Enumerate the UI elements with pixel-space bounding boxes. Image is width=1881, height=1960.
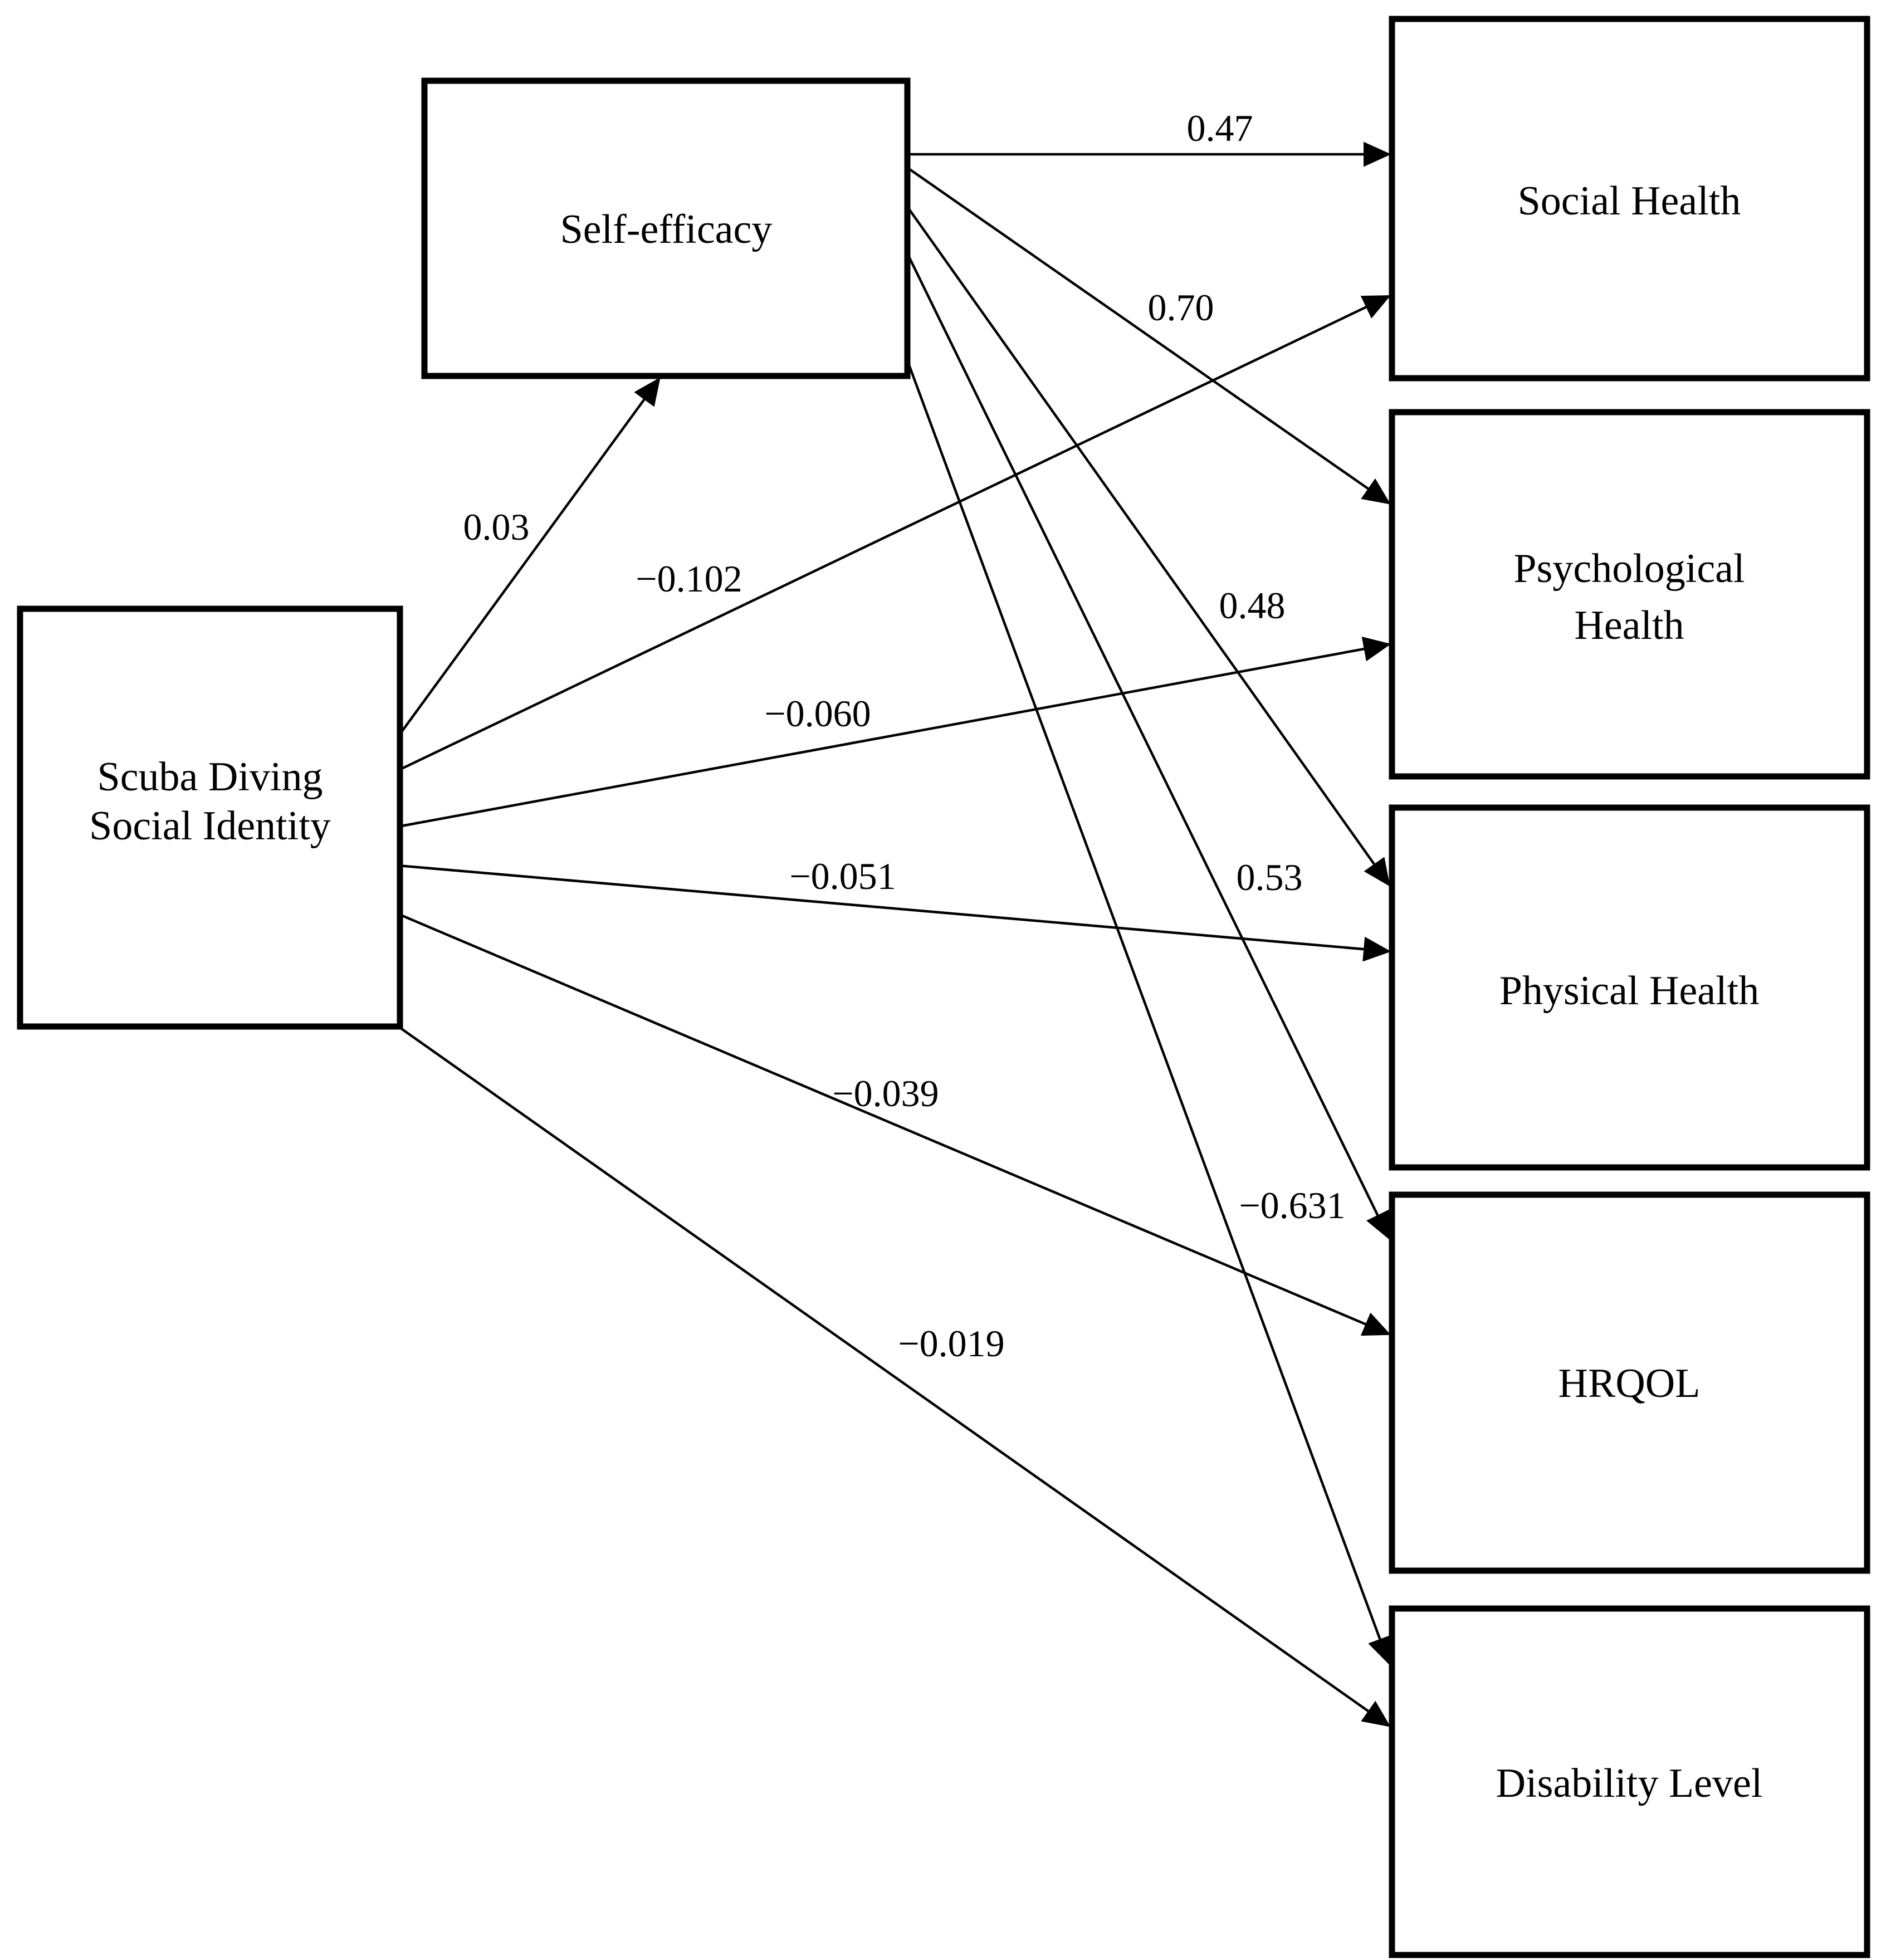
edge-scuba-to-psychological: −0.060: [398, 637, 1391, 828]
edge-label-scuba-social: −0.102: [636, 558, 742, 600]
edge-scuba-to-disability: −0.019: [397, 1025, 1391, 1727]
edge-label-selfefficacy-hrqol: 0.53: [1237, 856, 1303, 898]
edge-selfefficacy-to-physical: 0.48: [905, 203, 1390, 887]
arrow-scuba-to-social: [398, 295, 1391, 772]
edge-label-scuba-psychological: −0.060: [764, 692, 871, 735]
edge-label-selfefficacy-physical: 0.48: [1219, 584, 1286, 627]
hrqol-label: HRQOL: [1558, 1361, 1701, 1406]
arrow-selfefficacy-to-physical: [905, 203, 1390, 887]
arrow-scuba-to-physical: [398, 864, 1391, 962]
physical-label: Physical Health: [1499, 968, 1760, 1014]
disability-label: Disability Level: [1496, 1761, 1763, 1806]
scuba-label-line1: Scuba Diving: [97, 754, 323, 800]
physical-box: [1389, 804, 1870, 1171]
edge-selfefficacy-to-social: 0.47: [906, 107, 1391, 167]
edge-scuba-to-physical: −0.051: [398, 855, 1391, 962]
edge-label-scuba-selfefficacy: 0.03: [463, 506, 530, 548]
social-box: [1389, 16, 1870, 382]
hrqol-box: [1389, 1191, 1870, 1574]
edge-selfefficacy-to-psychological: 0.70: [905, 165, 1391, 505]
node-hrqol: HRQOL: [1389, 1191, 1870, 1574]
node-physical: Physical Health: [1389, 804, 1870, 1171]
edge-label-selfefficacy-social: 0.47: [1187, 107, 1253, 149]
node-scuba: Scuba Diving Social Identity: [17, 605, 403, 1030]
edge-label-scuba-hrqol: −0.039: [832, 1072, 939, 1115]
edge-scuba-to-social: −0.102: [398, 295, 1391, 772]
selfefficacy-box: [421, 77, 911, 379]
scuba-box: [17, 605, 403, 1030]
psychological-label-line1: Psychological: [1513, 546, 1745, 592]
edge-label-selfefficacy-disability: −0.631: [1239, 1184, 1345, 1226]
edge-selfefficacy-to-hrqol: 0.53: [904, 250, 1390, 1240]
edge-label-scuba-physical: −0.051: [789, 855, 896, 897]
edge-selfefficacy-to-disability: −0.631: [904, 355, 1392, 1665]
arrow-selfefficacy-to-psychological: [905, 165, 1391, 505]
node-disability: Disability Level: [1389, 1605, 1870, 1958]
arrow-scuba-to-psychological: [398, 637, 1391, 828]
arrow-selfefficacy-to-disability: [904, 355, 1392, 1665]
scuba-label-line2: Social Identity: [89, 803, 331, 849]
node-psychological: Psychological Health: [1389, 409, 1870, 780]
social-label: Social Health: [1518, 178, 1741, 224]
arrow-scuba-to-disability: [397, 1025, 1391, 1727]
node-selfefficacy: Self-efficacy: [421, 77, 911, 379]
edge-scuba-to-selfefficacy: 0.03: [399, 377, 661, 735]
edge-label-selfefficacy-psychological: 0.70: [1148, 286, 1214, 329]
psychological-box: [1389, 409, 1870, 780]
selfefficacy-label: Self-efficacy: [560, 207, 773, 252]
disability-box: [1389, 1605, 1870, 1958]
arrow-scuba-to-hrqol: [398, 912, 1391, 1336]
psychological-label-line2: Health: [1574, 603, 1684, 648]
edge-scuba-to-hrqol: −0.039: [398, 912, 1391, 1336]
arrow-selfefficacy-to-hrqol: [904, 250, 1390, 1240]
node-social: Social Health: [1389, 16, 1870, 382]
arrow-scuba-to-selfefficacy: [399, 377, 661, 735]
edge-label-scuba-disability: −0.019: [898, 1322, 1004, 1365]
